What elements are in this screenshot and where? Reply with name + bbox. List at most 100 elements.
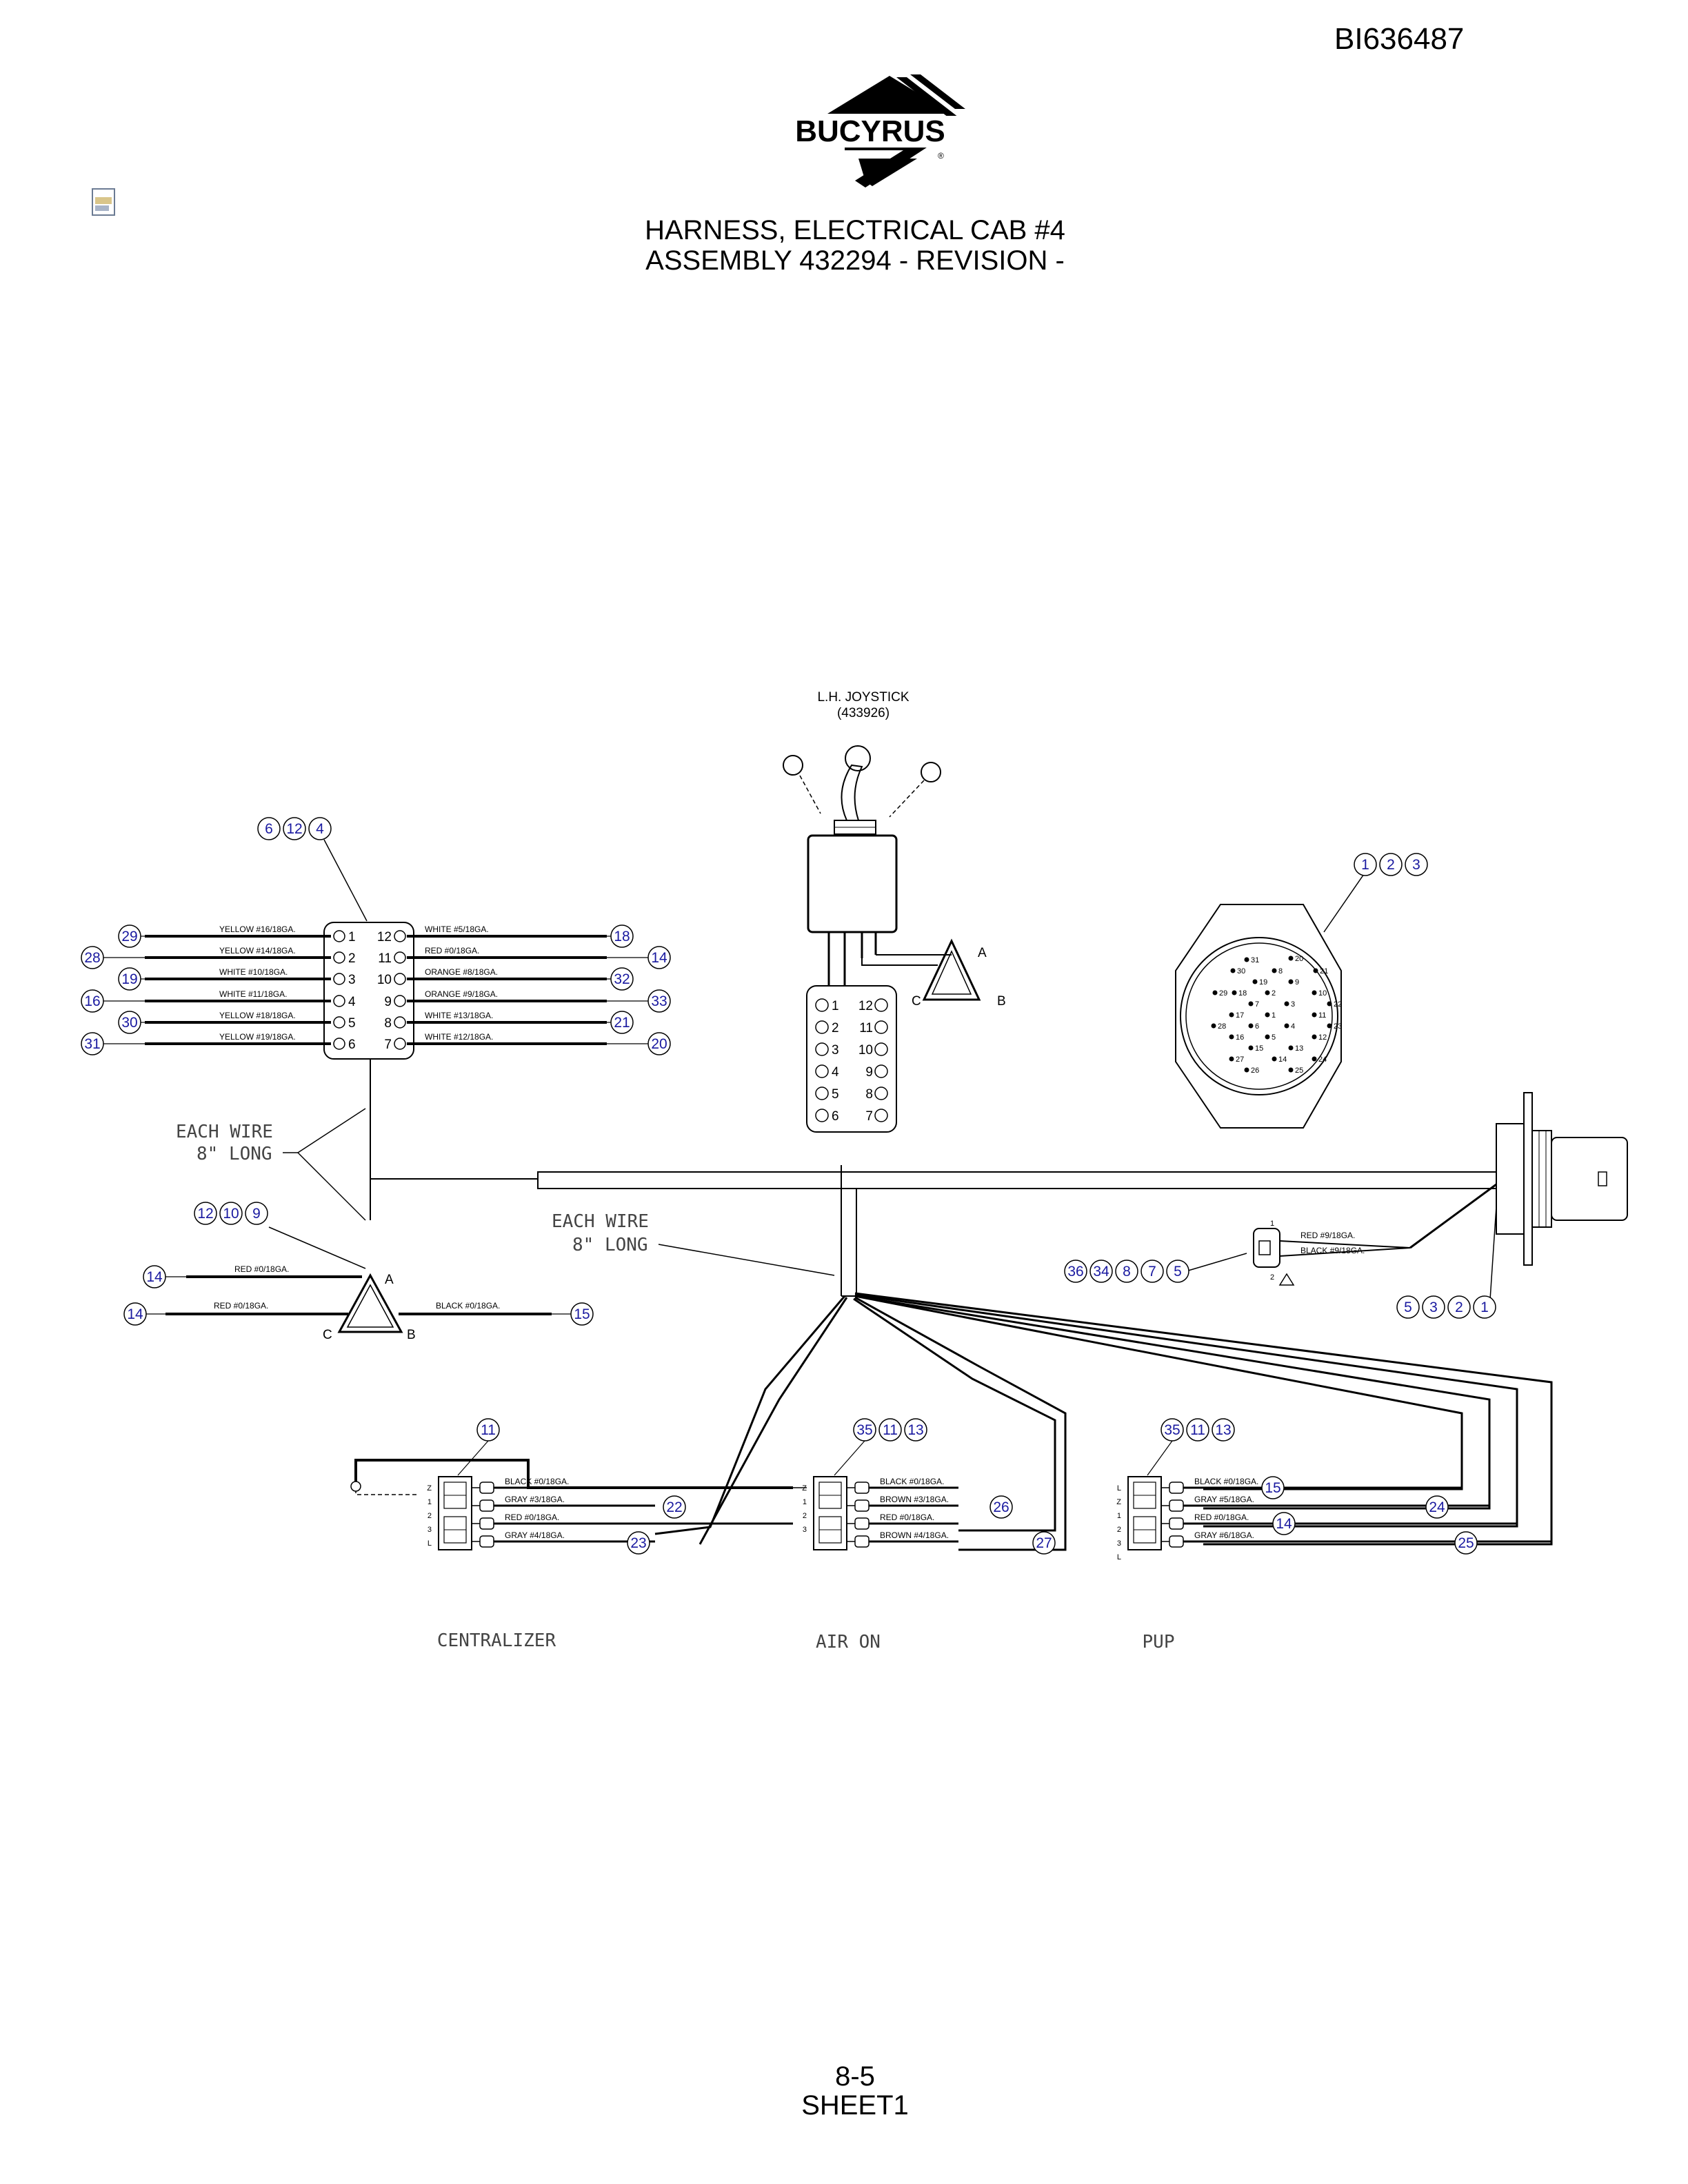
page-number: 8-5 xyxy=(835,2061,875,2092)
round-pin xyxy=(1265,990,1270,995)
round-pin xyxy=(1265,1012,1270,1018)
wire-balloon: 14 xyxy=(647,946,671,969)
balloon-circle xyxy=(219,1202,243,1225)
round-pin-number: 28 xyxy=(1218,1022,1226,1031)
plug-pin-number: 8 xyxy=(865,1087,873,1102)
plug-pin-number: 11 xyxy=(859,1021,873,1035)
balloon-number: 19 xyxy=(121,971,137,987)
plug-pin-number: 1 xyxy=(832,999,839,1013)
wire-label: YELLOW #19/18GA. xyxy=(219,1032,296,1042)
round-pin xyxy=(1248,1045,1254,1051)
wire-label: BROWN #4/18GA. xyxy=(880,1530,949,1540)
balloon-circle xyxy=(647,989,671,1013)
balloon-circle xyxy=(1141,1260,1164,1283)
balloon-number: 15 xyxy=(1265,1480,1280,1496)
pin-number: 9 xyxy=(384,995,392,1009)
balloon-circle xyxy=(245,1202,268,1225)
ground-wire xyxy=(354,1459,793,1489)
plug-pin xyxy=(874,1086,888,1100)
switch-label-air-on: AIR ON xyxy=(816,1632,881,1652)
terminal xyxy=(1169,1499,1184,1512)
balloon-number: 18 xyxy=(614,929,630,944)
round-pin-number: 8 xyxy=(1278,967,1283,975)
round-connector-balloon: 1 xyxy=(1354,853,1377,876)
balloon-circle xyxy=(610,924,634,948)
switch-labels: CENTRALIZER AIR ON PUP xyxy=(437,1630,1175,1652)
wire-balloon: 15 xyxy=(1261,1476,1285,1499)
dt-connector-balloon: 34 xyxy=(1089,1260,1113,1283)
dt-connector-balloon: 36 xyxy=(1064,1260,1087,1283)
balloon-number: 11 xyxy=(883,1422,898,1438)
bulkhead-connector xyxy=(1489,1092,1628,1311)
tri-pin-c: C xyxy=(323,1328,332,1342)
wire-label: BLACK #9/18GA. xyxy=(1300,1246,1365,1255)
wire-label: BLACK #0/18GA. xyxy=(436,1301,500,1311)
balloon-number: 12 xyxy=(197,1206,213,1222)
round-pin-number: 10 xyxy=(1318,989,1327,998)
balloon-circle xyxy=(610,967,634,991)
wire-label: YELLOW #18/18GA. xyxy=(219,1011,296,1020)
balloon-number: 12 xyxy=(286,821,302,837)
pin-number: 12 xyxy=(377,930,392,944)
pin-hole xyxy=(333,1016,345,1029)
document-icon[interactable] xyxy=(91,188,119,218)
balloon-circle xyxy=(308,817,332,840)
terminal xyxy=(479,1535,494,1548)
dt-pin-2: 2 xyxy=(1270,1273,1274,1282)
terminal xyxy=(479,1482,494,1494)
dt-connector-balloon: 7 xyxy=(1141,1260,1164,1283)
pin-hole xyxy=(333,1038,345,1050)
pin-number: 7 xyxy=(384,1038,392,1052)
wire-balloon: 31 xyxy=(81,1032,104,1055)
round-pin xyxy=(1312,1056,1317,1062)
pin-hole xyxy=(333,930,345,942)
round-pin-number: 30 xyxy=(1237,967,1245,975)
wire-balloon: 26 xyxy=(989,1495,1013,1519)
round-pin-number: 11 xyxy=(1318,1011,1326,1020)
plug-pin xyxy=(815,1042,829,1056)
round-pin-number: 18 xyxy=(1238,989,1247,998)
round-pin-number: 31 xyxy=(1251,956,1259,964)
connector12-balloon: 4 xyxy=(308,817,332,840)
dt-connector: 1 2 RED #9/18GA.BLACK #9/18GA. xyxy=(1185,1220,1411,1286)
balloon-circle xyxy=(81,1032,104,1055)
balloon-number: 21 xyxy=(614,1015,630,1031)
sheet-label: SHEET1 xyxy=(801,2090,909,2121)
pin-number: 6 xyxy=(348,1038,356,1052)
wire-label: GRAY #3/18GA. xyxy=(505,1495,565,1504)
plug-pin xyxy=(874,1064,888,1078)
switch-balloon: 35 xyxy=(1160,1418,1184,1442)
balloon-number: 15 xyxy=(574,1306,590,1322)
wire-label: WHITE #10/18GA. xyxy=(219,967,288,977)
each-wire-1b: 8" LONG xyxy=(197,1144,272,1164)
balloon-number: 13 xyxy=(907,1422,923,1438)
round-pin xyxy=(1288,1045,1294,1051)
round-pin-number: 27 xyxy=(1236,1055,1244,1064)
pin-number: 2 xyxy=(348,951,356,966)
wire-label: BLACK #0/18GA. xyxy=(1194,1477,1258,1486)
balloon-circle xyxy=(118,1011,141,1034)
plug-pin-number: 7 xyxy=(865,1109,873,1124)
round-pin-number: 3 xyxy=(1291,1000,1295,1009)
wire-balloon: 14 xyxy=(123,1302,147,1326)
leader xyxy=(457,1440,489,1476)
balloon-number: 6 xyxy=(265,821,273,837)
each-wire-note-2: EACH WIRE 8" LONG xyxy=(552,1211,835,1276)
title-line-2: ASSEMBLY 432294 - REVISION - xyxy=(645,245,1065,276)
balloon-circle xyxy=(853,1418,876,1442)
each-wire-1a: EACH WIRE xyxy=(176,1122,273,1142)
balloon-number: 5 xyxy=(1404,1300,1412,1315)
round-pin xyxy=(1284,1023,1289,1029)
round-pin-number: 19 xyxy=(1259,978,1267,987)
balloon-number: 9 xyxy=(252,1206,261,1222)
joystick-part: (433926) xyxy=(837,706,890,720)
wire-balloon: 25 xyxy=(1454,1531,1478,1555)
plug-pin-number: 2 xyxy=(832,1021,839,1035)
round-pin-number: 5 xyxy=(1272,1033,1276,1042)
connector12-balloon: 6 xyxy=(257,817,281,840)
tri-connector-labels: RED #0/18GA.RED #0/18GA.BLACK #0/18GA. xyxy=(146,1264,571,1315)
round-pin-number: 16 xyxy=(1236,1033,1244,1042)
balloon-circle xyxy=(123,1302,147,1326)
